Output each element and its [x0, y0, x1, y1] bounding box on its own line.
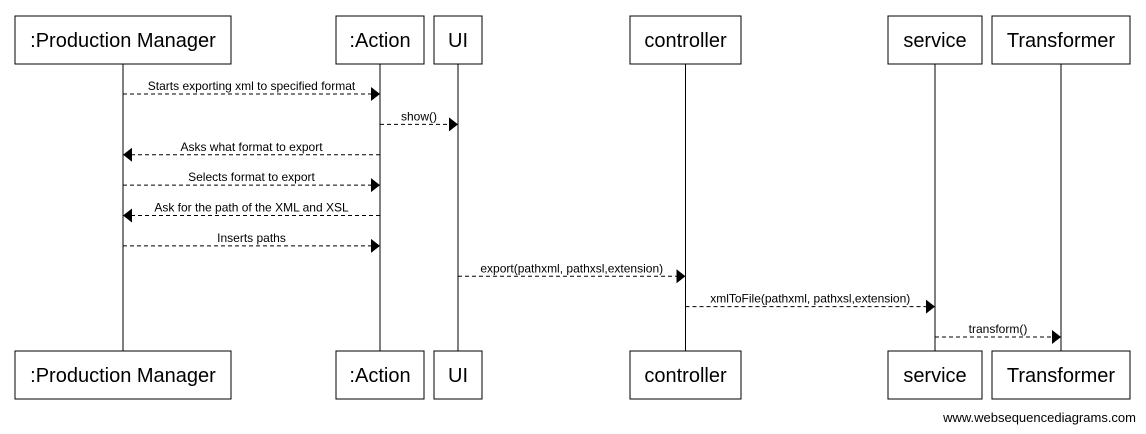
participant-transformer-top: Transformer: [991, 15, 1131, 65]
arrow-head-icon: [676, 269, 686, 284]
message-label: Starts exporting xml to specified format: [148, 79, 356, 93]
participant-label: UI: [448, 30, 468, 52]
participant-label: :Production Manager: [30, 30, 216, 52]
arrow-head-icon: [371, 178, 380, 193]
message-6: Inserts paths: [123, 231, 380, 253]
participant-action-bottom: :Action: [335, 350, 425, 400]
arrow-head-icon: [371, 238, 380, 253]
participant-box: [629, 350, 742, 400]
message-9: transform(): [935, 322, 1061, 344]
participant-label: controller: [644, 365, 727, 387]
arrow-head-icon: [123, 147, 132, 162]
arrow-head-icon: [123, 208, 132, 223]
message-label: show(): [401, 109, 437, 123]
participant-box: [887, 15, 983, 65]
message-7: export(pathxml, pathxsl,extension): [458, 261, 686, 284]
participant-box: [433, 15, 483, 65]
message-label: xmlToFile(pathxml, pathxsl,extension): [710, 292, 910, 306]
participant-box: [629, 15, 742, 65]
participant-controller-top: controller: [629, 15, 742, 65]
message-label: Inserts paths: [217, 231, 286, 245]
participant-box: [14, 350, 232, 400]
message-label: Ask for the path of the XML and XSL: [154, 201, 349, 215]
participant-label: controller: [644, 30, 727, 52]
participant-box: [335, 15, 425, 65]
arrow-head-icon: [371, 87, 380, 101]
participant-label: :Action: [349, 30, 410, 52]
arrow-head-icon: [926, 299, 935, 314]
participant-pm-bottom: :Production Manager: [14, 350, 232, 400]
participant-label: :Action: [349, 365, 410, 387]
participant-pm-top: :Production Manager: [14, 15, 232, 65]
participant-action-top: :Action: [335, 15, 425, 65]
participant-label: service: [903, 30, 966, 52]
message-label: Asks what format to export: [180, 140, 323, 154]
participant-box: [433, 350, 483, 400]
arrow-head-icon: [449, 117, 458, 132]
participant-ui-top: UI: [433, 15, 483, 65]
participant-label: Transformer: [1007, 30, 1116, 52]
participant-box: [887, 350, 983, 400]
participant-label: :Production Manager: [30, 365, 216, 387]
participant-controller-bottom: controller: [629, 350, 742, 400]
participant-service-top: service: [887, 15, 983, 65]
participant-label: UI: [448, 365, 468, 387]
participant-box: [991, 15, 1131, 65]
participant-box: [14, 15, 232, 65]
participant-ui-bottom: UI: [433, 350, 483, 400]
message-1: Starts exporting xml to specified format: [123, 79, 380, 101]
participant-box: [991, 350, 1131, 400]
message-label: Selects format to export: [188, 170, 315, 184]
arrow-head-icon: [1052, 330, 1061, 344]
message-4: Selects format to export: [123, 170, 380, 193]
message-label: transform(): [969, 322, 1028, 336]
participant-label: service: [903, 365, 966, 387]
message-3: Asks what format to export: [123, 140, 380, 162]
participant-label: Transformer: [1007, 365, 1116, 387]
message-5: Ask for the path of the XML and XSL: [123, 201, 380, 223]
message-2: show(): [380, 109, 458, 132]
watermark: www.websequencediagrams.com: [943, 410, 1136, 425]
participant-box: [335, 350, 425, 400]
participant-transformer-bottom: Transformer: [991, 350, 1131, 400]
participant-service-bottom: service: [887, 350, 983, 400]
message-label: export(pathxml, pathxsl,extension): [480, 261, 663, 275]
message-8: xmlToFile(pathxml, pathxsl,extension): [685, 292, 935, 314]
